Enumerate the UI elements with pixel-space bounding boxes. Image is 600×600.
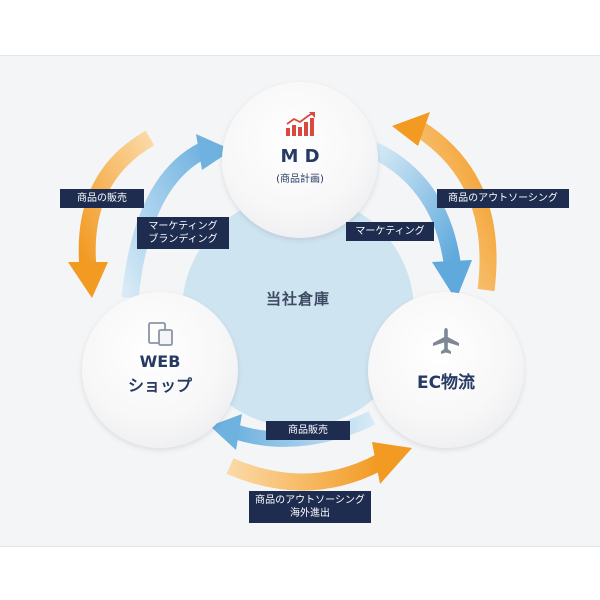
blue-arrow-left-head xyxy=(196,134,232,170)
orange-arrow-right-head xyxy=(392,112,430,146)
blue-arrow-left xyxy=(121,142,208,299)
tag-outsourcing-overseas: 商品のアウトソーシング 海外進出 xyxy=(249,491,371,523)
blue-arrow-right-head xyxy=(432,260,472,300)
tag-outsourcing: 商品のアウトソーシング xyxy=(437,189,569,208)
blue-arrow-bottom-head xyxy=(210,414,242,450)
airplane-icon xyxy=(433,328,459,354)
devices-icon xyxy=(148,322,173,346)
orange-arrow-left-head xyxy=(68,262,108,298)
node-ec-logistics: EC物流 xyxy=(368,292,524,448)
tag-marketing: マーケティング xyxy=(346,222,434,241)
md-title: M D xyxy=(280,146,320,167)
web-title-line2: ショップ xyxy=(127,376,192,395)
tag-marketing-branding-line1: マーケティング xyxy=(148,221,218,232)
tag-outsourcing-overseas-line2: 海外進出 xyxy=(290,508,330,519)
tag-outsourcing-overseas-line1: 商品のアウトソーシング xyxy=(255,495,365,506)
md-subtitle: (商品計画) xyxy=(276,174,324,185)
tag-product-sales-left: 商品の販売 xyxy=(60,189,144,208)
node-web-shop: WEB ショップ xyxy=(82,292,238,448)
growth-chart-icon xyxy=(286,112,315,136)
ec-title: EC物流 xyxy=(416,373,476,393)
tag-product-sales-bottom: 商品販売 xyxy=(266,421,350,440)
blue-arrow-right xyxy=(370,142,461,264)
web-title-line1: WEB xyxy=(139,352,181,371)
orange-arrow-bottom-head xyxy=(372,442,412,484)
node-md: M D (商品計画) xyxy=(222,82,378,238)
center-label: 当社倉庫 xyxy=(265,290,330,308)
tag-marketing-branding: マーケティング ブランディング xyxy=(137,217,229,249)
orange-arrow-bottom xyxy=(226,454,384,491)
tag-marketing-branding-line2: ブランディング xyxy=(148,234,218,245)
